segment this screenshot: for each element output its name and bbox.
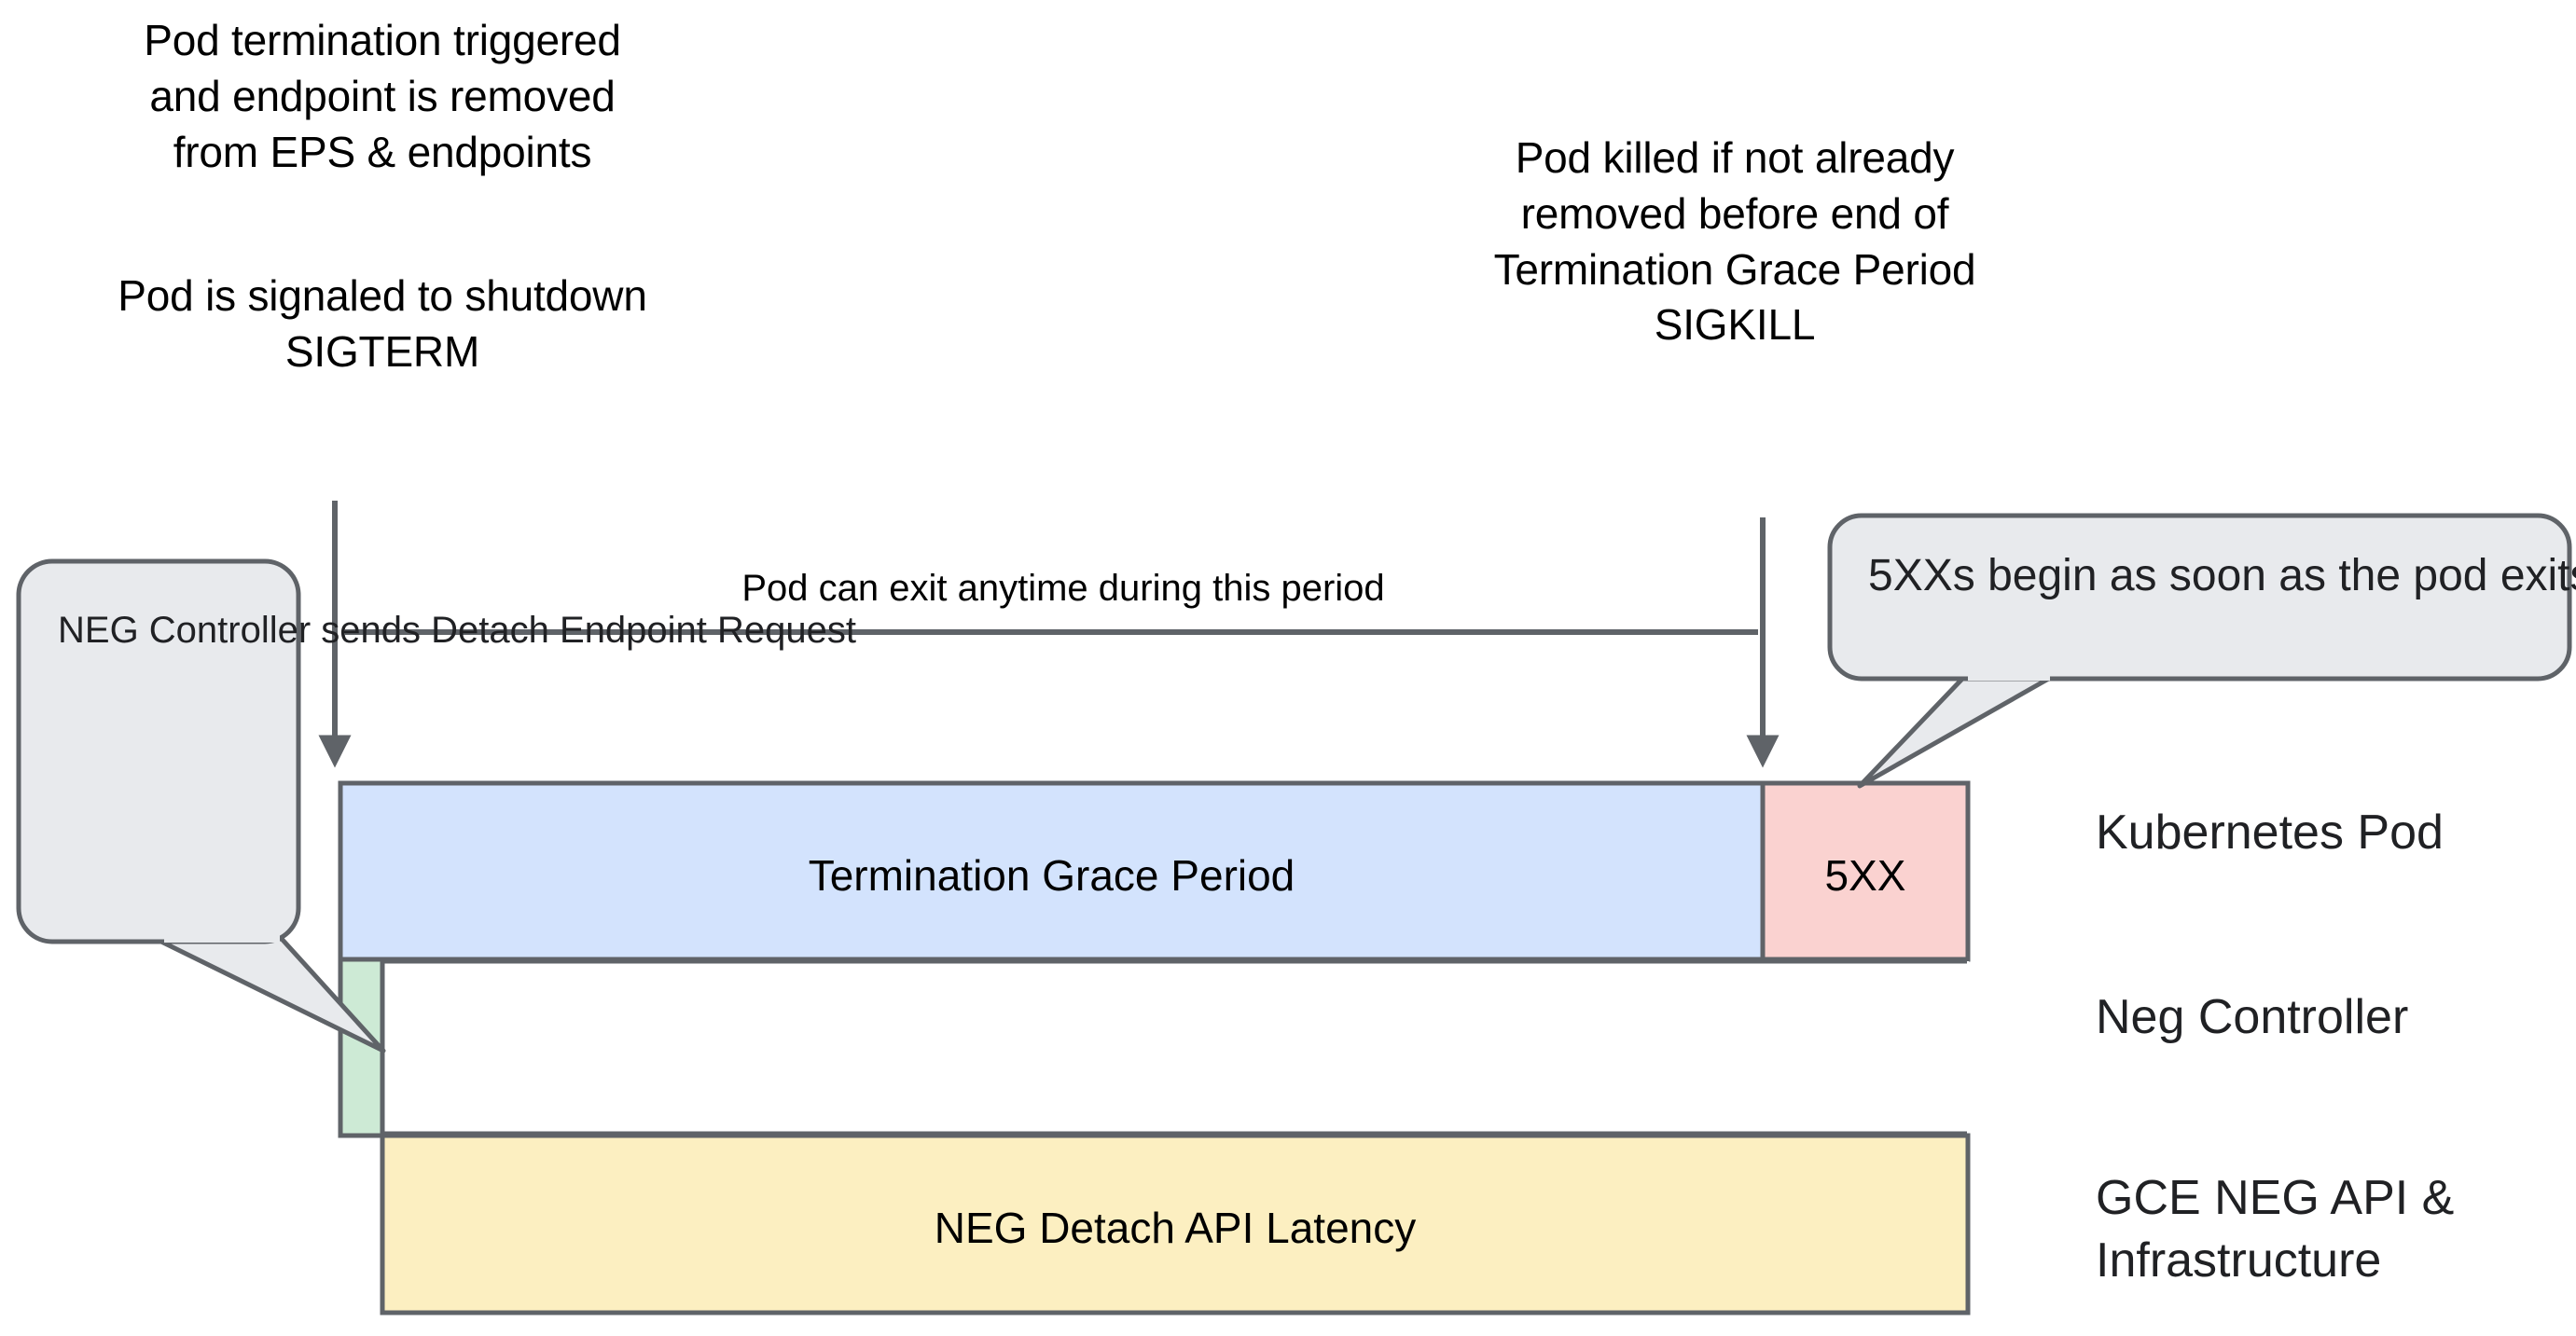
callout-right-tail (1857, 674, 2055, 789)
span-caption-pod-can-exit: Pod can exit anytime during this period (741, 568, 1385, 609)
bar-termination-grace-period (338, 780, 1766, 962)
callout-text-neg-controller-detach: NEG Controller sends Detach Endpoint Req… (58, 610, 857, 651)
bar-neg-detach-api-latency (380, 1133, 1971, 1315)
annotation-pod-termination: Pod termination triggered and endpoint i… (144, 16, 621, 176)
bar-label-termination-grace-period: Termination Grace Period (808, 851, 1295, 900)
callout-right-body (1827, 513, 2572, 682)
bar-label-5xx: 5XX (1824, 851, 1906, 900)
row-label-neg-controller: Neg Controller (2096, 990, 2409, 1044)
annotation-pod-sigterm: Pod is signaled to shutdown SIGTERM (118, 271, 647, 376)
callout-neg-controller-detach[interactable] (16, 558, 386, 1054)
callout-5xx-begin[interactable] (1827, 513, 2572, 789)
callout-text-5xx-begin: 5XXs begin as soon as the pod exits (1868, 551, 2576, 600)
bar-label-neg-detach-api-latency: NEG Detach API Latency (934, 1204, 1417, 1252)
annotation-pod-sigkill: Pod killed if not already removed before… (1493, 133, 1976, 350)
row-label-kubernetes-pod: Kubernetes Pod (2096, 806, 2444, 860)
callout-right-seam-mask (1968, 669, 2050, 681)
row-label-gce-neg-api: GCE NEG API & Infrastructure (2096, 1171, 2455, 1288)
callout-left-body (16, 558, 301, 944)
callout-left-seam-mask (164, 931, 280, 943)
bar-5xx (1760, 780, 1971, 962)
